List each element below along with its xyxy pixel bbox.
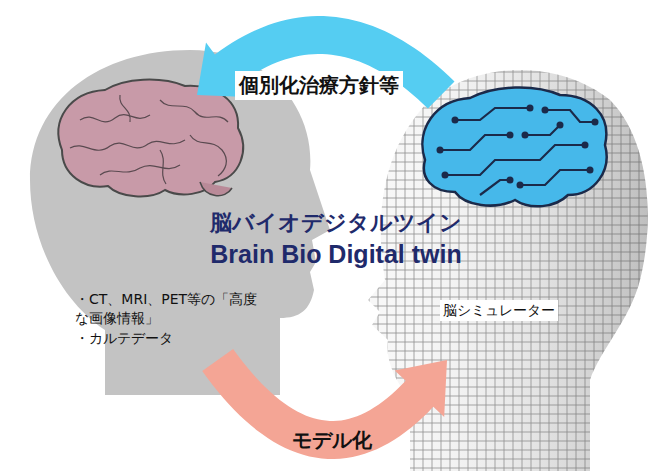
curved-arrow — [202, 349, 447, 459]
node-text: ・CT、MRI、PET等の「高度な画像情報」 — [75, 290, 270, 328]
subtitle-label: Brain Bio Digital twin — [0, 240, 672, 269]
circuit-brain — [422, 87, 606, 206]
arrow-label: 個別化治療方針等 — [235, 71, 403, 100]
arrow-label: モデル化 — [288, 426, 376, 455]
curved-arrow — [197, 16, 455, 109]
diagram-title: 脳バイオデジタルツイン — [0, 208, 672, 238]
node-text: ・カルテデータ — [75, 329, 270, 348]
node-text: 脳シミュレーター — [440, 300, 558, 321]
organic-brain — [59, 80, 244, 197]
